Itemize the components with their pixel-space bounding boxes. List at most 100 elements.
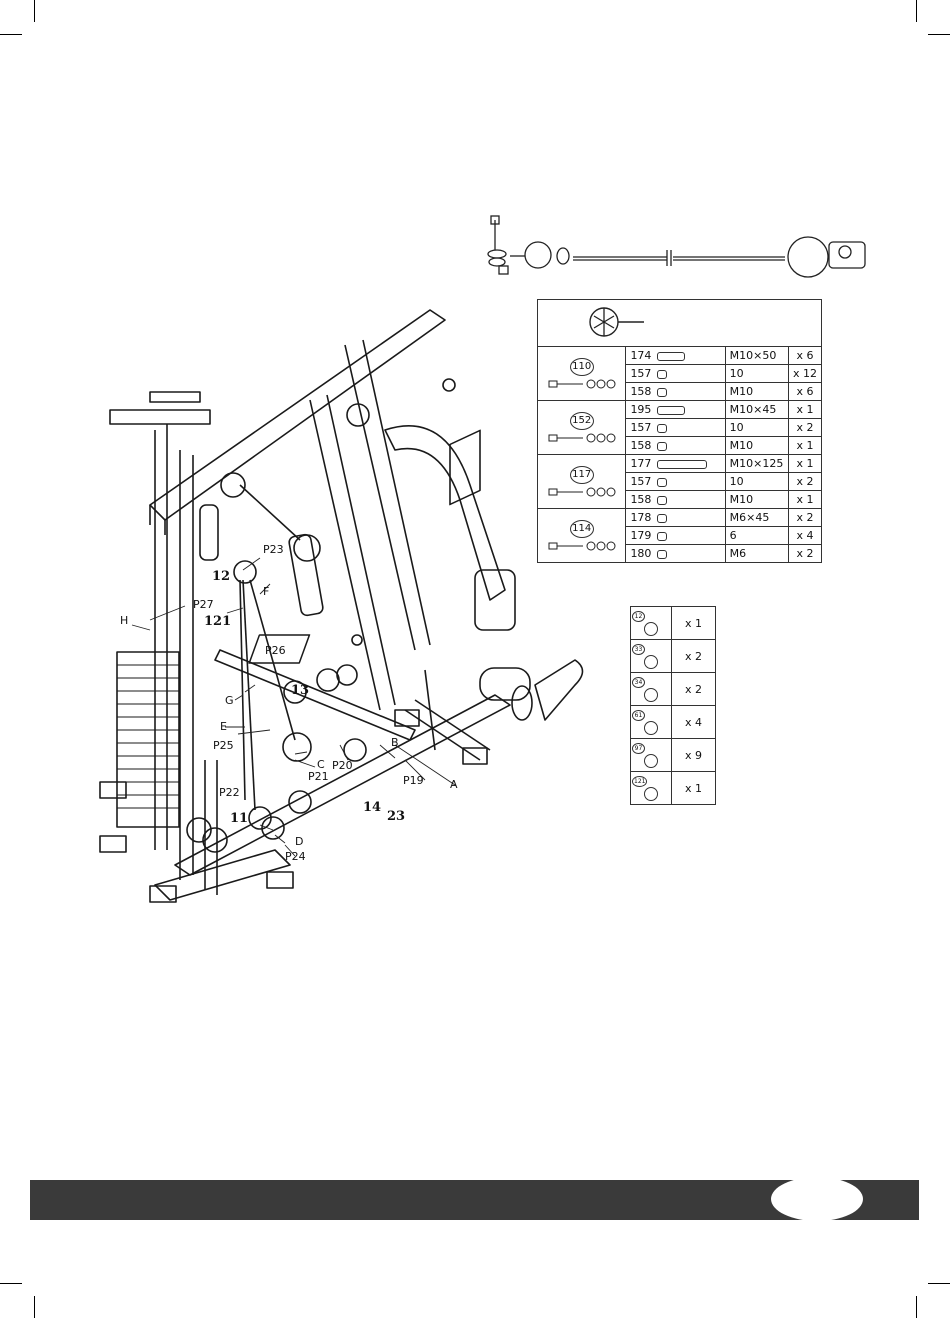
- part-number-cell: 195: [626, 401, 725, 419]
- crop-mark: [928, 1283, 950, 1284]
- fastener-icon: [657, 442, 667, 451]
- part-id: 33: [632, 644, 645, 655]
- callout-part-11: 11: [230, 811, 248, 826]
- size-cell: M10: [725, 437, 788, 455]
- callout-p21: P21: [308, 770, 329, 783]
- quantity-cell: x 2: [788, 419, 821, 437]
- part-id: 61: [632, 710, 645, 721]
- cable-assembly-drawing: [485, 210, 875, 285]
- part-number: 157: [630, 367, 651, 380]
- callout-p27: P27: [193, 598, 214, 611]
- quantity-cell: x 1: [788, 437, 821, 455]
- part-number: 195: [630, 403, 651, 416]
- part-number-cell: 158: [626, 383, 725, 401]
- size-cell: 10: [725, 365, 788, 383]
- quantity-cell: x 12: [788, 365, 821, 383]
- fastener-icon: [657, 460, 707, 469]
- quantity-cell: x 4: [672, 706, 716, 739]
- quantity-cell: x 9: [672, 739, 716, 772]
- callout-p22: P22: [219, 786, 240, 799]
- part-number-cell: 177: [626, 455, 725, 473]
- part-number: 174: [630, 349, 651, 362]
- quantity-cell: x 2: [672, 673, 716, 706]
- part-number-cell: 157: [626, 473, 725, 491]
- callout-part-12: 12: [212, 569, 230, 584]
- part-icon: [644, 655, 658, 669]
- callout-part-23: 23: [387, 809, 405, 824]
- size-cell: M10×45: [725, 401, 788, 419]
- size-cell: M10×50: [725, 347, 788, 365]
- size-cell: M6×45: [725, 509, 788, 527]
- fastener-icon: [657, 388, 667, 397]
- part-number-cell: 158: [626, 437, 725, 455]
- callout-p23: P23: [263, 543, 284, 556]
- part-number: 158: [630, 493, 651, 506]
- part-id: 12: [632, 611, 645, 622]
- part-image-cell: 121: [631, 772, 672, 805]
- size-cell: 6: [725, 527, 788, 545]
- fastener-icon: [657, 550, 667, 559]
- callout-a: A: [450, 778, 458, 791]
- fastener-icon: [657, 478, 667, 487]
- size-cell: 10: [725, 473, 788, 491]
- part-id: 34: [632, 677, 645, 688]
- fastener-icon: [657, 496, 667, 505]
- callout-p20: P20: [332, 759, 353, 772]
- callout-d: D: [295, 835, 303, 848]
- size-cell: M10: [725, 383, 788, 401]
- callout-part-13: 13: [291, 683, 309, 698]
- size-cell: 10: [725, 419, 788, 437]
- callout-p24: P24: [285, 850, 306, 863]
- part-image-cell: 33: [631, 640, 672, 673]
- callout-f: F: [263, 585, 269, 598]
- quantity-cell: x 1: [788, 401, 821, 419]
- fastener-icon: [657, 370, 667, 379]
- part-number: 179: [630, 529, 651, 542]
- part-image-cell: 34: [631, 673, 672, 706]
- callout-part-14: 14: [363, 800, 381, 815]
- part-image-cell: 97: [631, 739, 672, 772]
- home-gym-assembly-drawing: P23 12 F P27 121 H P26 13 G E P25 C P21 …: [95, 290, 595, 920]
- crop-mark: [916, 1296, 917, 1318]
- size-cell: M6: [725, 545, 788, 563]
- size-cell: M10: [725, 491, 788, 509]
- quantity-cell: x 6: [788, 347, 821, 365]
- callout-p26: P26: [265, 644, 286, 657]
- fastener-icon: [657, 406, 685, 415]
- quantity-cell: x 1: [788, 491, 821, 509]
- part-number: 158: [630, 439, 651, 452]
- quantity-cell: x 4: [788, 527, 821, 545]
- part-image-cell: 61: [631, 706, 672, 739]
- callout-p19: P19: [403, 774, 424, 787]
- part-image-cell: 12: [631, 607, 672, 640]
- crop-mark: [34, 0, 35, 22]
- crop-mark: [916, 0, 917, 22]
- part-icon: [644, 688, 658, 702]
- part-number-cell: 179: [626, 527, 725, 545]
- crop-mark: [928, 34, 950, 35]
- fastener-icon: [657, 532, 667, 541]
- parts-row: 97 x 9: [631, 739, 716, 772]
- part-number: 178: [630, 511, 651, 524]
- part-number: 177: [630, 457, 651, 470]
- part-icon: [644, 622, 658, 636]
- part-number-cell: 180: [626, 545, 725, 563]
- part-number-cell: 157: [626, 419, 725, 437]
- quantity-cell: x 2: [788, 509, 821, 527]
- parts-row: 33 x 2: [631, 640, 716, 673]
- part-icon: [644, 721, 658, 735]
- crop-mark: [34, 1296, 35, 1318]
- part-number-cell: 158: [626, 491, 725, 509]
- quantity-cell: x 2: [788, 545, 821, 563]
- quantity-cell: x 1: [788, 455, 821, 473]
- part-number-cell: 174: [626, 347, 725, 365]
- quantity-cell: x 2: [672, 640, 716, 673]
- part-icon: [644, 787, 658, 801]
- part-number: 158: [630, 385, 651, 398]
- part-number-cell: 178: [626, 509, 725, 527]
- fastener-icon: [657, 424, 667, 433]
- part-id: 121: [632, 776, 647, 787]
- part-id: 97: [632, 743, 645, 754]
